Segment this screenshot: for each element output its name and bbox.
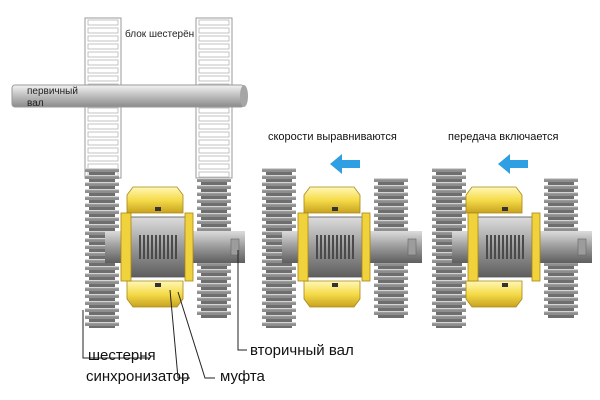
synchro-ring-right: [531, 212, 541, 282]
stage-3: [432, 168, 592, 328]
sleeve-top: [126, 186, 184, 214]
primary-shaft: [11, 84, 248, 108]
stage-1: [85, 168, 245, 328]
hub: [126, 216, 190, 278]
gear-label: шестерня: [88, 347, 156, 364]
sleeve-bottom: [465, 280, 523, 308]
sleeve-bottom: [303, 280, 361, 308]
synchro-ring-left: [120, 212, 132, 282]
synchro-ring-right: [184, 212, 194, 282]
sleeve-bottom: [126, 280, 184, 308]
hub: [303, 216, 367, 278]
hub: [473, 216, 537, 278]
gear-left: [262, 168, 296, 328]
sleeve-top: [303, 186, 361, 214]
secondary-shaft-label: вторичный вал: [250, 342, 354, 359]
synchro-ring-left: [297, 212, 309, 282]
gear-block-label: блок шестерён: [125, 29, 195, 40]
synchronizer-label: синхронизатор: [86, 368, 190, 385]
stage-3-caption: передача включается: [448, 131, 559, 143]
label-leaders: [82, 250, 247, 379]
gear-left: [432, 168, 466, 328]
primary-shaft-label: первичный вал: [27, 86, 78, 109]
synchro-ring-right: [361, 212, 371, 282]
arrow-left-icon: [498, 154, 528, 174]
sleeve-top: [465, 186, 523, 214]
synchro-ring-left: [467, 212, 479, 282]
arrow-left-icon: [330, 154, 360, 174]
stage-2-caption: скорости выравниваются: [268, 131, 397, 143]
stage-2: [262, 168, 422, 328]
stages: [85, 168, 592, 328]
sleeve-label: муфта: [220, 368, 265, 385]
